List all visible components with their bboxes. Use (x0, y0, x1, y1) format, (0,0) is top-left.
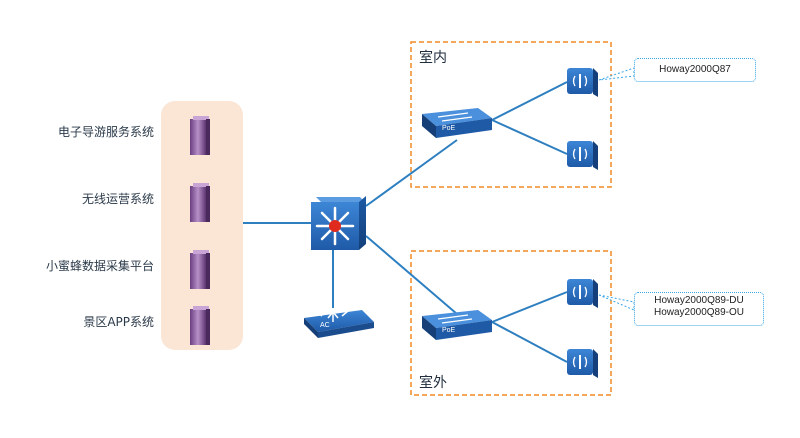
ap-icon-outdoor-2 (567, 349, 598, 378)
server-icon-4 (190, 306, 210, 345)
callout-top-model: Howay2000Q87 (659, 64, 731, 75)
server-icon-2 (190, 183, 210, 222)
link-outdoor-ap1 (491, 291, 568, 323)
link-outdoor-ap2 (491, 321, 568, 363)
ap-icon-indoor-1 (567, 68, 598, 97)
callout-bottom: Howay2000Q89-DU Howay2000Q89-OU (634, 292, 764, 326)
link-core-outdoor-switch (365, 235, 458, 315)
ap-icon-outdoor-1 (567, 279, 598, 308)
link-indoor-ap2 (491, 119, 568, 155)
link-indoor-ap1 (491, 81, 568, 121)
server-label-4: 景区APP系统 (83, 315, 154, 329)
outdoor-poe-switch-icon (422, 310, 492, 340)
ac-controller-icon (304, 310, 374, 338)
callout-top: Howay2000Q87 (634, 58, 756, 82)
server-label-1: 电子导游服务系统 (57, 125, 154, 139)
server-panel (161, 101, 243, 350)
callout-top-tail (598, 67, 635, 81)
callout-bottom-model-1: Howay2000Q89-DU (654, 295, 744, 306)
server-icon-3 (190, 250, 210, 289)
link-core-indoor-switch (365, 139, 458, 207)
indoor-zone-box (410, 41, 612, 188)
callout-bottom-model-2: Howay2000Q89-OU (653, 307, 745, 318)
links (243, 81, 568, 363)
indoor-poe-switch-icon (422, 108, 492, 138)
ap-icon-indoor-2 (567, 141, 598, 170)
server-icon-1 (190, 116, 210, 155)
server-label-3: 小蜜蜂数据采集平台 (45, 259, 154, 273)
core-switch-icon (311, 196, 366, 250)
ac-label: AC (320, 322, 330, 329)
callout-bottom-tail (598, 294, 635, 311)
server-label-2: 无线运营系统 (81, 192, 154, 206)
indoor-zone-title: 室内 (419, 50, 447, 66)
outdoor-zone-title: 室外 (419, 375, 447, 391)
outdoor-zone-box (410, 250, 612, 396)
indoor-switch-label: PoE (442, 125, 456, 132)
outdoor-switch-label: PoE (442, 327, 456, 334)
